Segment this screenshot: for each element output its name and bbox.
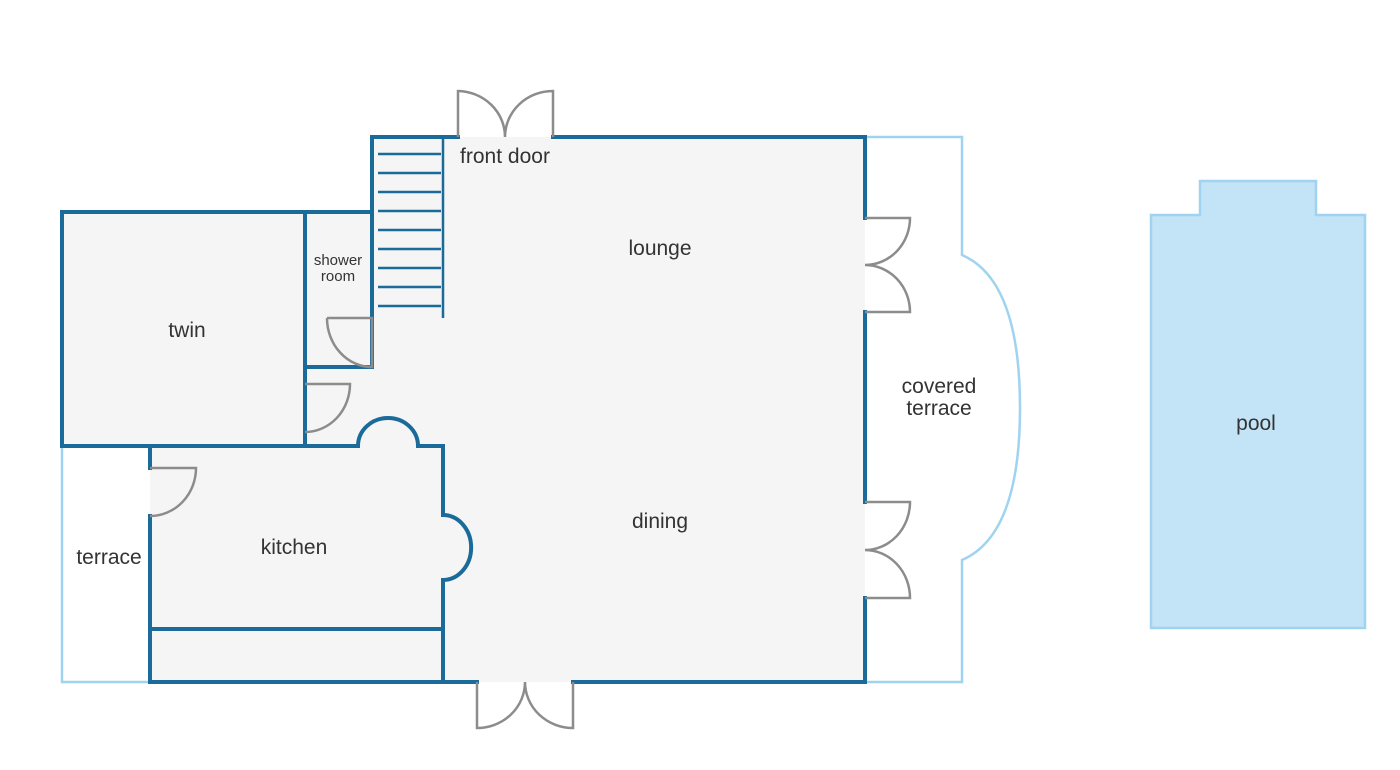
shower-door bbox=[325, 316, 374, 369]
label-front-door: front door bbox=[460, 145, 550, 168]
twin-walls bbox=[60, 210, 307, 448]
kitchen-floor-fill bbox=[150, 446, 443, 682]
twin-floor-fill bbox=[62, 212, 305, 446]
label-kitchen: kitchen bbox=[261, 536, 328, 559]
back-door bbox=[475, 681, 575, 730]
label-dining: dining bbox=[632, 510, 688, 533]
main-floor-fill bbox=[372, 137, 865, 682]
dining-terrace-door bbox=[864, 500, 912, 600]
label-lounge: lounge bbox=[628, 237, 691, 260]
staircase bbox=[378, 152, 441, 308]
bottom-wall-left bbox=[148, 514, 479, 684]
front-door bbox=[456, 89, 555, 138]
bay-floor-fill bbox=[443, 515, 472, 580]
pool bbox=[1149, 179, 1367, 630]
covered-terrace-outline bbox=[865, 135, 1022, 684]
kitchen-door bbox=[149, 466, 198, 518]
twin-door bbox=[304, 382, 352, 434]
right-wall-bottom bbox=[571, 596, 867, 684]
label-covered-1: covered bbox=[902, 375, 977, 398]
kitchen-top-wall bbox=[303, 416, 474, 684]
shower-floor-fill bbox=[305, 212, 372, 446]
label-covered-2: terrace bbox=[906, 397, 971, 420]
label-shower-2: room bbox=[321, 268, 355, 285]
terrace-outline bbox=[60, 446, 150, 684]
label-twin: twin bbox=[168, 319, 205, 342]
lounge-terrace-door bbox=[864, 216, 912, 314]
label-shower-1: shower bbox=[314, 252, 362, 269]
top-wall bbox=[551, 135, 867, 220]
label-pool: pool bbox=[1236, 412, 1276, 435]
label-terrace: terrace bbox=[76, 546, 141, 569]
